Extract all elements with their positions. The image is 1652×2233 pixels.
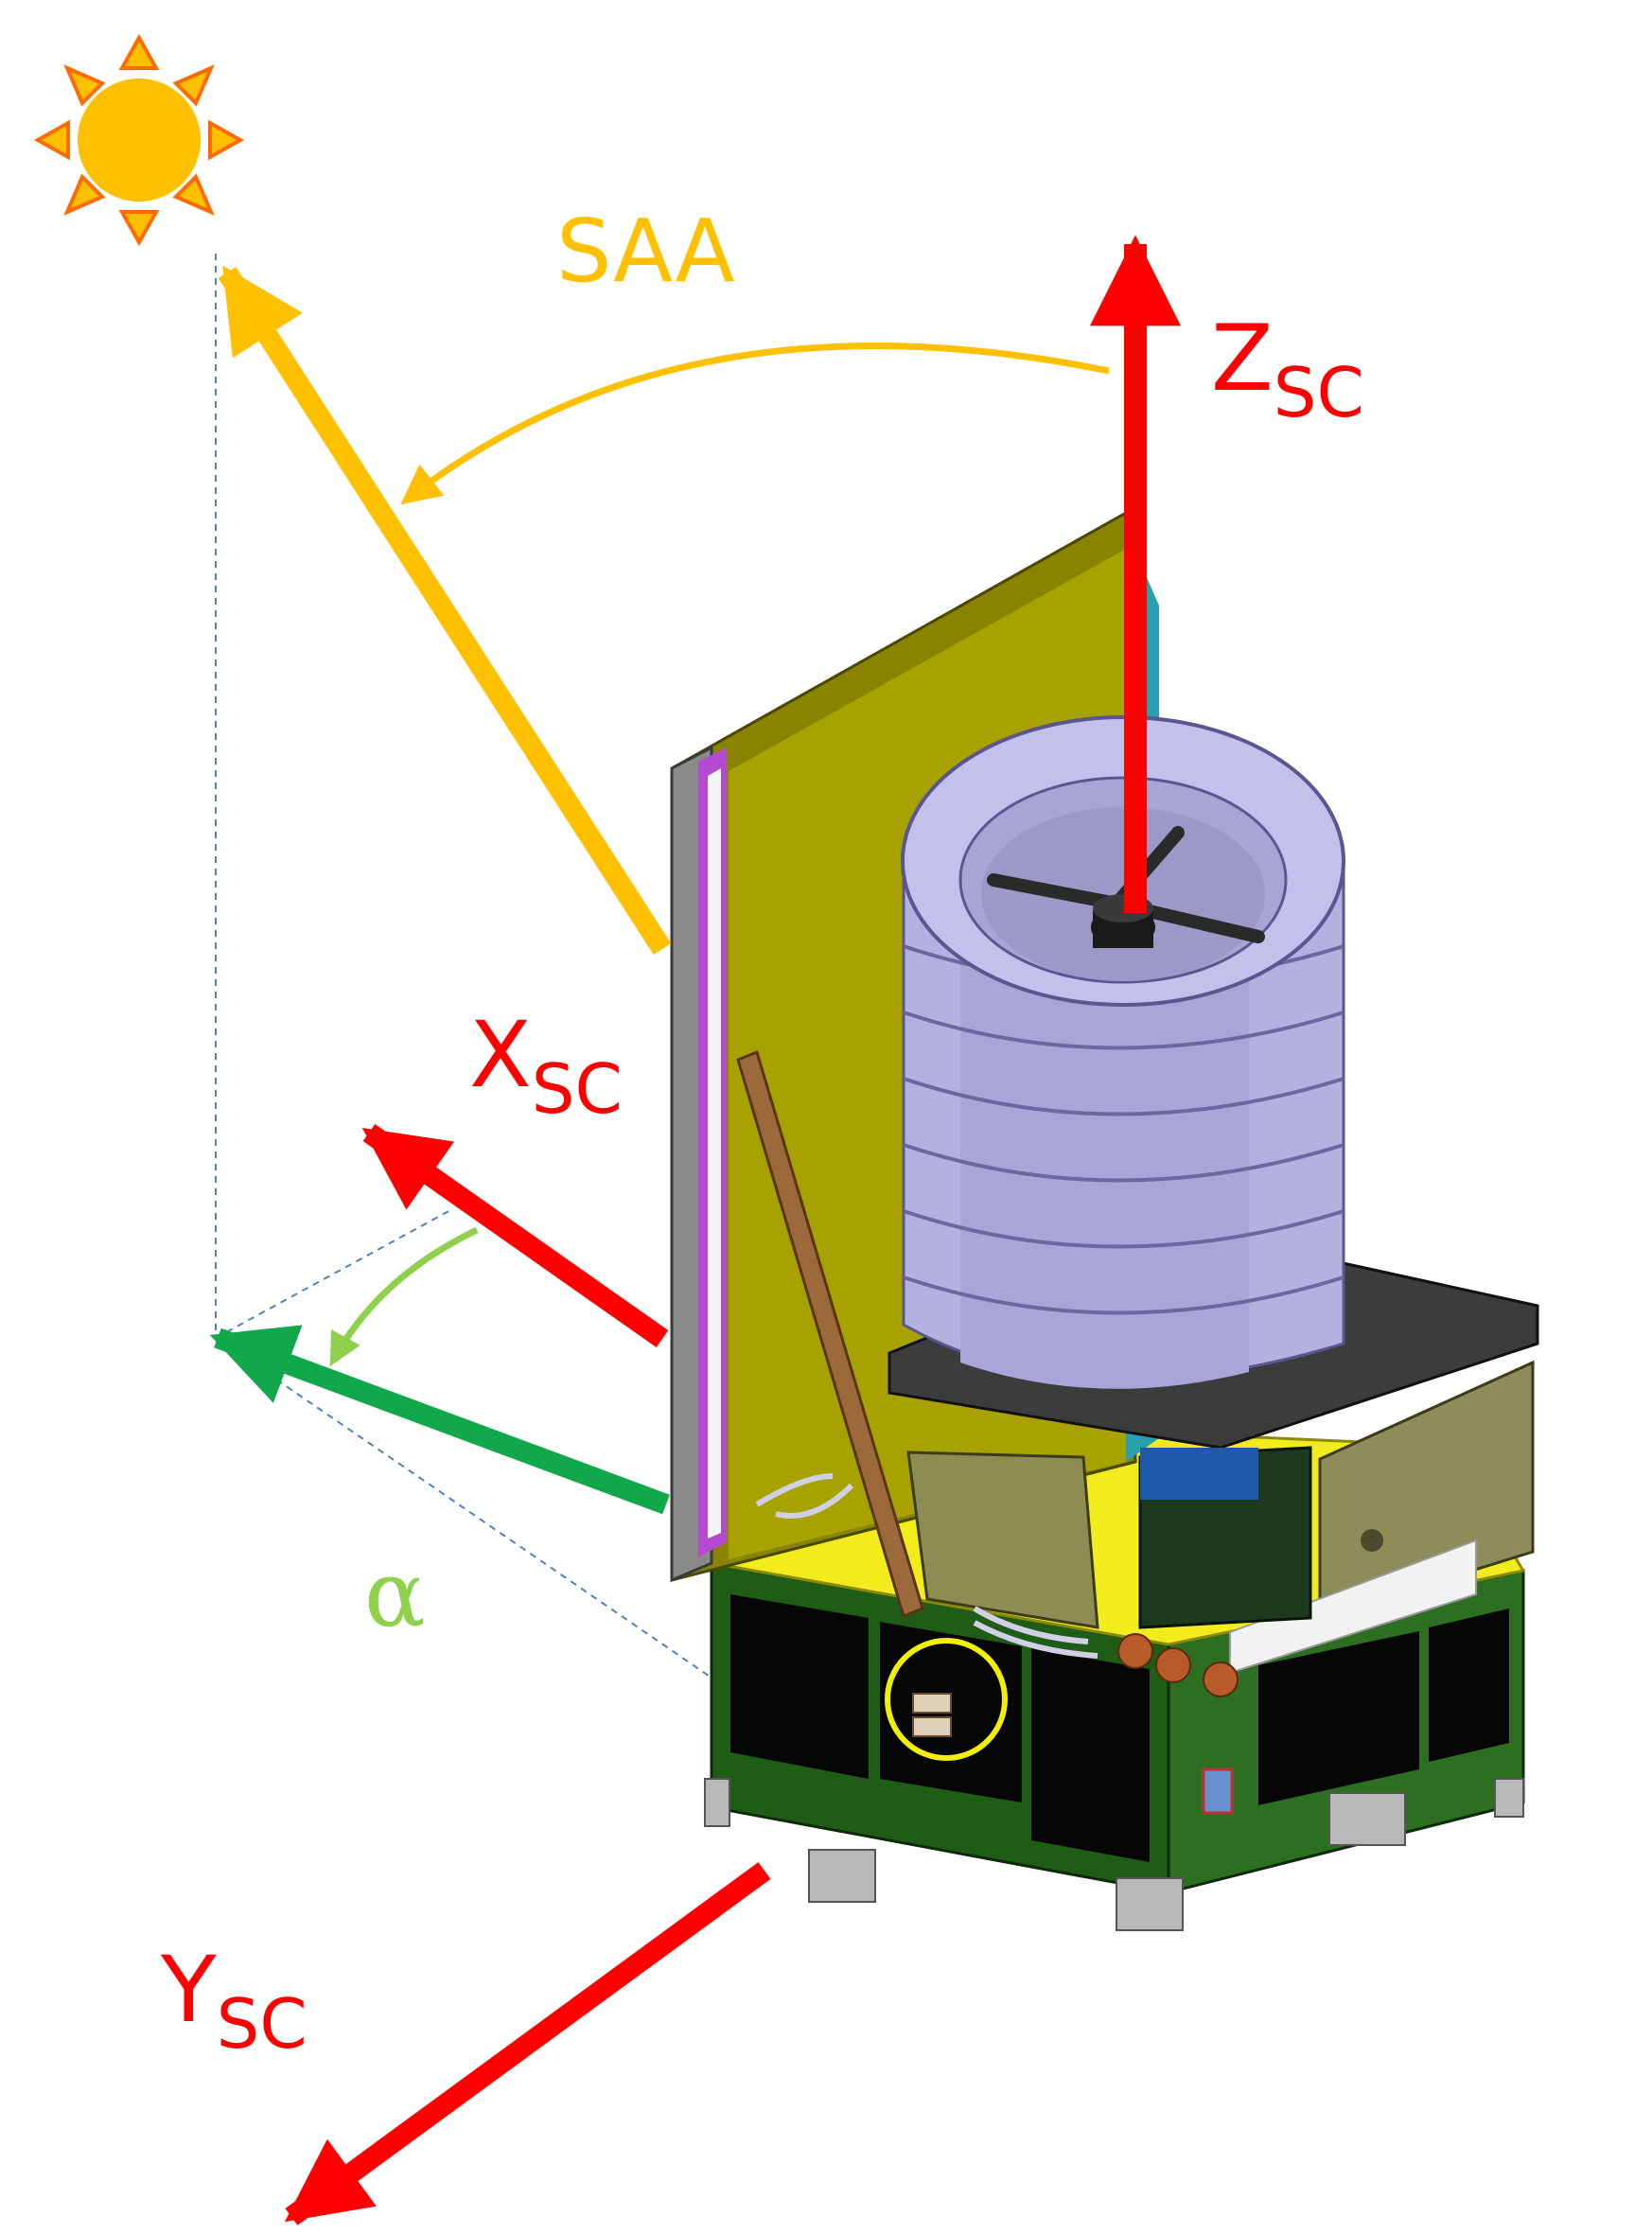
saa-arc xyxy=(400,343,1110,505)
alpha-label: α xyxy=(364,1541,426,1647)
z-axis-label: ZSC xyxy=(1211,306,1364,432)
y-axis-label-main: Y xyxy=(160,1937,217,2043)
y-axis-label: YSC xyxy=(160,1937,308,2064)
spacecraft-model xyxy=(670,510,1539,1931)
highlight-component xyxy=(912,1693,952,1737)
sun-vector-arrow xyxy=(218,265,672,955)
y-axis-arrow xyxy=(284,1862,771,2225)
sun-icon xyxy=(33,33,245,247)
saa-label: SAA xyxy=(556,201,735,302)
alpha-arc xyxy=(329,1226,479,1367)
x-axis-arrow xyxy=(361,1124,669,1347)
x-axis-label-main: X xyxy=(469,1002,532,1108)
z-axis-label-main: Z xyxy=(1211,306,1274,412)
z-axis-label-sub: SC xyxy=(1274,353,1364,432)
x-axis-label: XSC xyxy=(469,1002,623,1129)
y-axis-label-sub: SC xyxy=(217,1984,308,2064)
x-projection-arrow xyxy=(209,1325,670,1515)
x-axis-label-sub: SC xyxy=(532,1049,623,1129)
highlight-circle xyxy=(885,1638,1008,1761)
